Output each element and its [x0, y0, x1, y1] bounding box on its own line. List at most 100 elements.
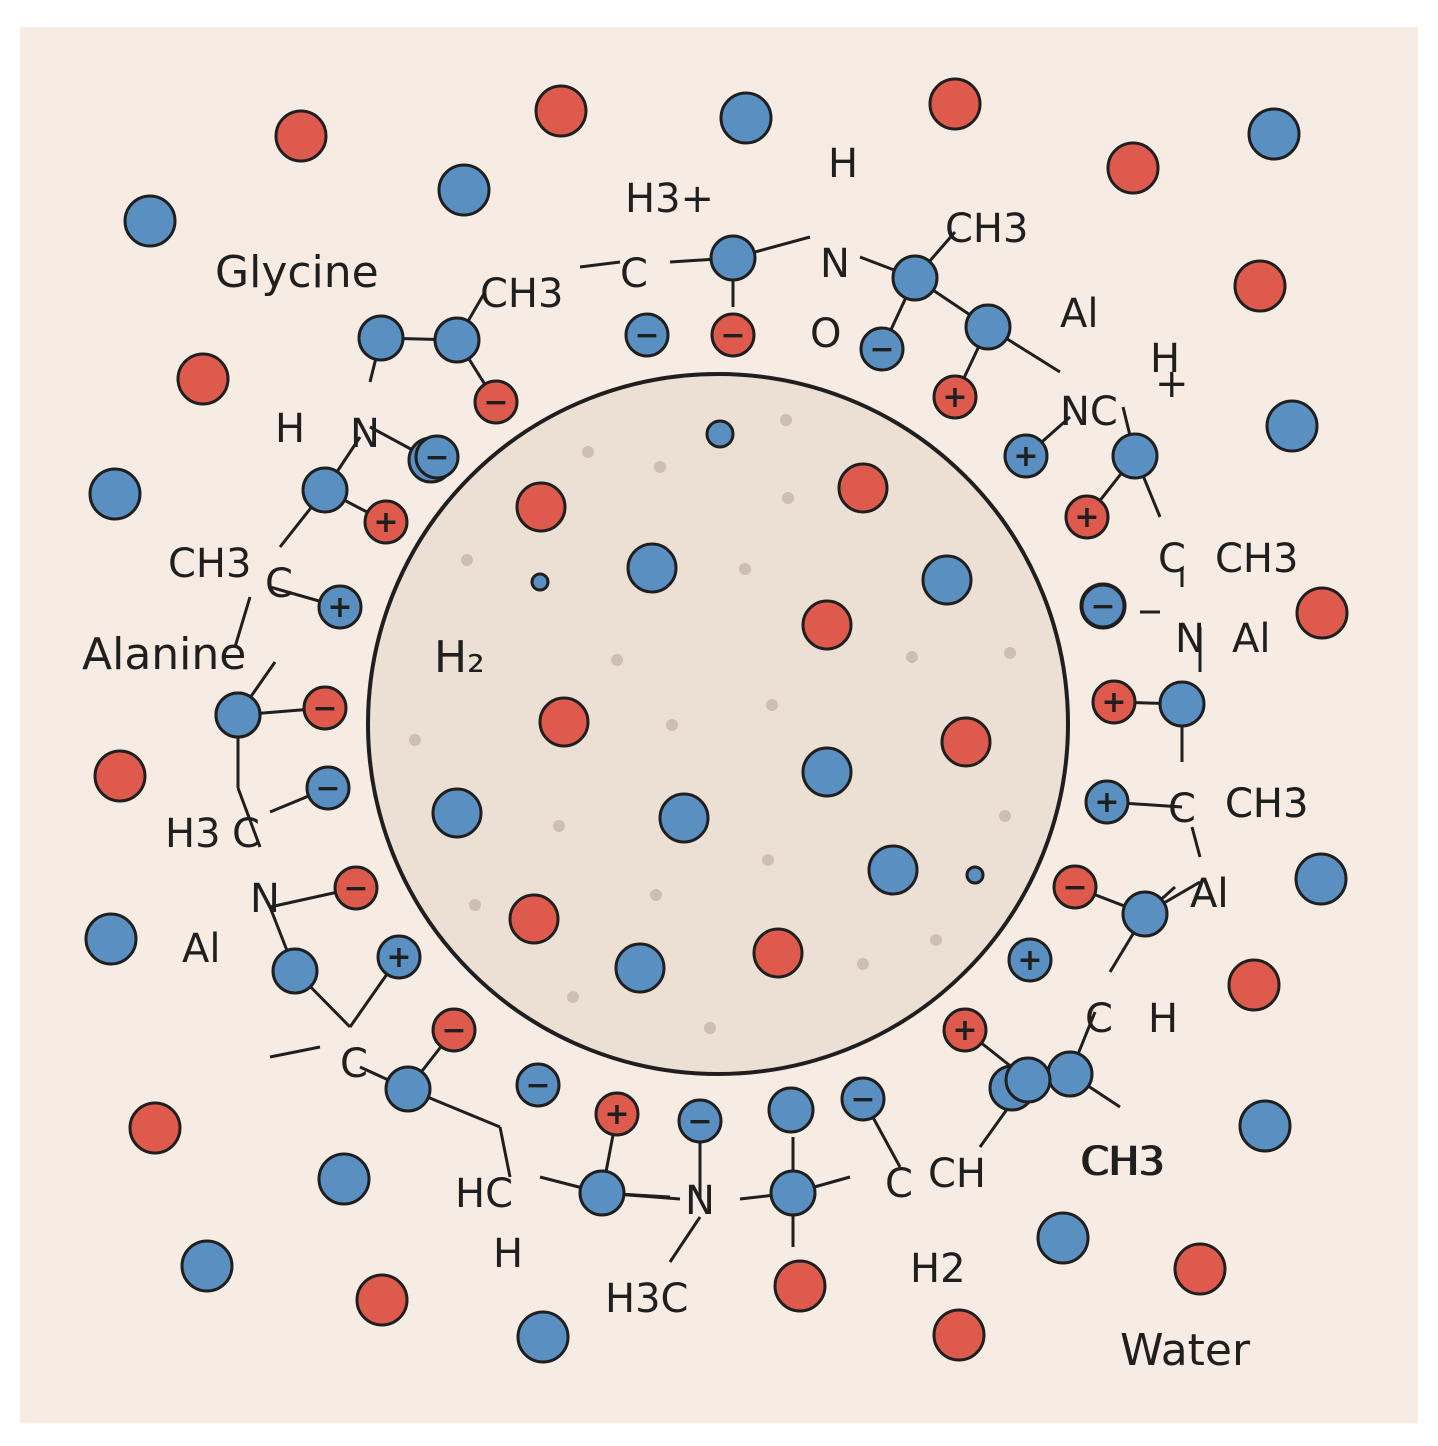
blue-particle — [516, 1310, 570, 1364]
formula-label: C — [340, 1041, 368, 1087]
speck — [666, 719, 678, 731]
atom — [1111, 432, 1159, 480]
speck — [857, 958, 869, 970]
blue-particle — [123, 194, 177, 248]
formula-label: H — [493, 1231, 523, 1277]
formula-label: H3C — [605, 1276, 688, 1322]
negative-charge: − — [859, 326, 905, 372]
red-particle — [538, 696, 590, 748]
formula-label: C — [232, 811, 260, 857]
blue-particle — [317, 1152, 371, 1206]
charge-markers: −−−−−+−++−+++−+−+−++−−−+− — [302, 312, 1137, 1144]
formula-label: CH — [928, 1151, 986, 1197]
atom — [1158, 680, 1206, 728]
positive-charge: + — [942, 1007, 988, 1053]
svg-text:+: + — [942, 380, 967, 415]
formula-label: CH3 — [1225, 781, 1308, 827]
formula-label: CH3 — [1225, 781, 1308, 827]
red-particle — [355, 1273, 409, 1327]
chain-atoms — [214, 234, 1206, 1217]
formula-label: Al — [1190, 871, 1228, 917]
atom — [301, 466, 349, 514]
atom — [1004, 1056, 1052, 1104]
atom — [578, 1169, 626, 1217]
formula-label: O — [810, 311, 841, 357]
negative-charge: − — [840, 1076, 886, 1122]
svg-text:+: + — [1094, 785, 1119, 820]
svg-text:−: − — [634, 318, 659, 353]
red-particle — [752, 927, 804, 979]
svg-text:+: + — [1101, 685, 1126, 720]
negative-charge: − — [1052, 864, 1098, 910]
formula-label: N — [250, 876, 280, 922]
formula-label: Al — [1060, 291, 1098, 337]
svg-text:−: − — [483, 385, 508, 420]
atom — [271, 947, 319, 995]
bond — [668, 1216, 702, 1263]
red-particle — [940, 716, 992, 768]
formula-label: H2 — [910, 1246, 966, 1292]
bond — [269, 1045, 321, 1059]
red-particle — [928, 77, 982, 131]
speck — [582, 446, 594, 458]
speck — [1004, 647, 1016, 659]
svg-text:−: − — [720, 318, 745, 353]
red-particle — [773, 1259, 827, 1313]
red-particle — [1295, 586, 1349, 640]
negative-charge: − — [1080, 583, 1126, 629]
blue-particle — [180, 1239, 234, 1293]
positive-charge: + — [594, 1091, 640, 1137]
blue-particle — [921, 554, 973, 606]
svg-text:−: − — [424, 440, 449, 475]
atom — [1121, 890, 1169, 938]
blue-particle — [88, 467, 142, 521]
speck — [762, 854, 774, 866]
speck — [654, 461, 666, 473]
red-particle — [1227, 958, 1281, 1012]
svg-text:−: − — [525, 1068, 550, 1103]
formula-label: C — [1085, 996, 1113, 1042]
blue-particle — [1247, 107, 1301, 161]
svg-text:+: + — [952, 1013, 977, 1048]
speck — [999, 810, 1011, 822]
svg-text:−: − — [687, 1104, 712, 1139]
blue-particle — [1238, 1099, 1292, 1153]
red-particle — [128, 1101, 182, 1155]
formula-label: CH3 — [945, 206, 1028, 252]
formula-label: H — [1150, 336, 1180, 382]
svg-text:−: − — [1062, 870, 1087, 905]
alanine-label: Alanine — [82, 629, 246, 680]
formula-label: H — [275, 406, 305, 452]
svg-text:+: + — [1017, 943, 1042, 978]
formula-label: C — [1168, 786, 1196, 832]
blue-particle — [626, 542, 678, 594]
formula-label: Al — [182, 926, 220, 972]
formula-label: H — [828, 141, 858, 187]
speck — [409, 734, 421, 746]
free-particles — [84, 77, 1349, 1364]
formula-label: CH3 — [168, 541, 251, 587]
atom — [964, 303, 1012, 351]
blue-particle — [614, 942, 666, 994]
formula-label: HC — [455, 1171, 513, 1217]
positive-charge: + — [932, 374, 978, 420]
svg-text:+: + — [1074, 500, 1099, 535]
red-particle — [1106, 141, 1160, 195]
speck — [780, 414, 792, 426]
blue-particle — [84, 912, 138, 966]
svg-text:+: + — [604, 1097, 629, 1132]
negative-charge: − — [333, 865, 379, 911]
bond — [233, 596, 252, 648]
svg-text:+: + — [373, 505, 398, 540]
atom — [433, 316, 481, 364]
glycine-label: Glycine — [215, 247, 379, 298]
formula-label: CH3 — [1082, 1139, 1165, 1185]
speck — [553, 820, 565, 832]
formula-label: C — [265, 561, 293, 607]
red-particle — [1173, 1242, 1227, 1296]
blue-particle — [1265, 399, 1319, 453]
blue-particle — [867, 844, 919, 896]
speck — [930, 934, 942, 946]
